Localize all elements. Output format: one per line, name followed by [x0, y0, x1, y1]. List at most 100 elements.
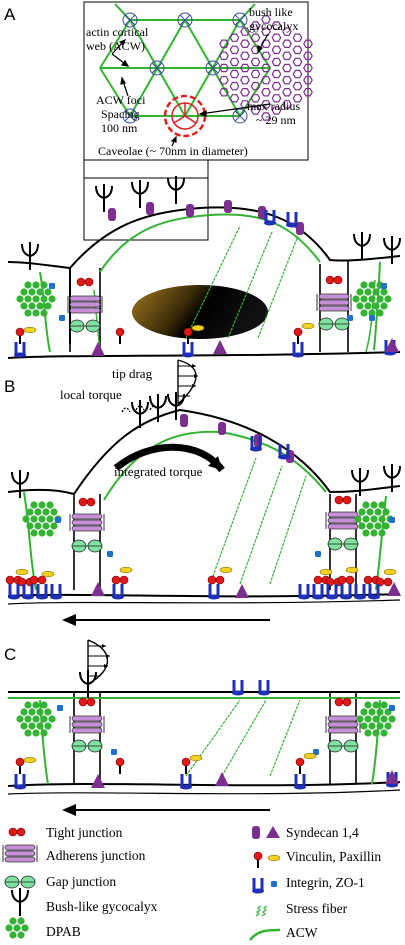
dpab [378, 529, 386, 537]
glycocalyx-cell [219, 63, 229, 73]
gap-junction [71, 739, 103, 753]
dpab [358, 522, 366, 530]
vinculin [115, 757, 125, 775]
dpab [40, 715, 48, 723]
dpab [360, 722, 368, 730]
integrin [366, 582, 382, 601]
gap-junction [318, 317, 350, 331]
integrin [296, 582, 312, 601]
dpab [38, 501, 46, 509]
legend-tight-junction: Tight junction [8, 825, 123, 840]
dpab [362, 529, 370, 537]
dpab [40, 281, 48, 289]
glycocalyx-cell [219, 75, 229, 85]
legend-stress-fiber: Stress fiber [255, 901, 348, 917]
legend-vinculin-paxillin: Vinculin, Paxillin [253, 849, 381, 869]
dpab [32, 309, 40, 317]
dpab [356, 288, 364, 296]
glycocalyx-cell [240, 51, 250, 61]
dpab [374, 508, 382, 516]
dpab [40, 701, 48, 709]
gap-junction [69, 319, 101, 333]
glycocalyx-cell [240, 63, 250, 73]
bush-glycocalyx [131, 179, 149, 209]
legend-gap-junction: Gap junction [4, 874, 116, 889]
zo-1 [59, 315, 65, 321]
legend-label: Adherens junction [46, 848, 146, 863]
vinculin [15, 327, 25, 345]
syndecan-4 [215, 772, 229, 786]
vinculin [115, 327, 125, 345]
glycocalyx-cell [303, 75, 313, 85]
vinculin-cluster [337, 575, 355, 585]
integrin [206, 582, 222, 601]
glycocalyx-cell [303, 51, 313, 61]
zo-1 [369, 315, 375, 321]
dpab [380, 715, 388, 723]
glycocalyx-cell [303, 63, 313, 73]
paxillin [23, 756, 37, 764]
dpab [24, 295, 32, 303]
dpab [46, 529, 54, 537]
adherens-junction-icon [2, 844, 38, 863]
dpab [388, 715, 396, 723]
dpab [374, 522, 382, 530]
dpab [36, 708, 44, 716]
glycocalyx-cell [271, 69, 282, 79]
syndecan-1 [146, 202, 154, 215]
bush-glycocalyx [21, 241, 39, 271]
dpab [46, 501, 54, 509]
label-local-torque: local torque [60, 387, 122, 402]
dpab [378, 515, 386, 523]
dpab [376, 309, 384, 317]
glycocalyx-cell [229, 81, 240, 91]
glycocalyx-cell [292, 57, 303, 67]
integrin [256, 678, 272, 697]
dpab [366, 522, 374, 530]
bush-glycocalyx [383, 235, 401, 265]
syndecan-1 [224, 200, 232, 213]
legend-label: Integrin, ZO-1 [286, 875, 365, 890]
dpab [370, 515, 378, 523]
bush-glycocalyx [167, 175, 185, 205]
dpab [376, 722, 384, 730]
dpab [360, 281, 368, 289]
dpab [32, 295, 40, 303]
integrin [276, 442, 292, 461]
dpab [354, 515, 362, 523]
glycocalyx-cell [292, 81, 303, 91]
glycocalyx-cell [250, 57, 261, 67]
dpab [42, 522, 50, 530]
dpab [382, 508, 390, 516]
legend-label: Tight junction [46, 825, 123, 840]
dpab [380, 701, 388, 709]
zo-1 [49, 283, 55, 289]
inset-source-box [83, 177, 209, 241]
dpab [370, 501, 378, 509]
tight-junction [76, 277, 94, 287]
dpab [360, 295, 368, 303]
paxillin [303, 752, 317, 760]
dpab [364, 302, 372, 310]
integrin [352, 582, 368, 601]
syndecan-4 [91, 582, 105, 596]
legend-label: Stress fiber [286, 901, 348, 916]
glycocalyx-cell [229, 33, 240, 42]
legend: Tight junction Syndecan 1,4 Adherens jun… [2, 825, 381, 941]
dpab [372, 288, 380, 296]
dpab [40, 729, 48, 737]
label-tip-drag: tip drag [112, 366, 153, 381]
dpab [368, 722, 376, 730]
dpab [44, 302, 52, 310]
dpab [378, 501, 386, 509]
adherens-junction [316, 293, 352, 312]
integrin [180, 340, 196, 359]
paxillin [189, 754, 203, 762]
dpab [42, 508, 50, 516]
paxillin [345, 566, 359, 574]
glycocalyx-cell [271, 45, 282, 55]
dpab [46, 515, 54, 523]
glycocalyx-cell [250, 81, 261, 91]
dpab [370, 529, 378, 537]
label-bush-line2: gycocalyx [249, 19, 298, 33]
